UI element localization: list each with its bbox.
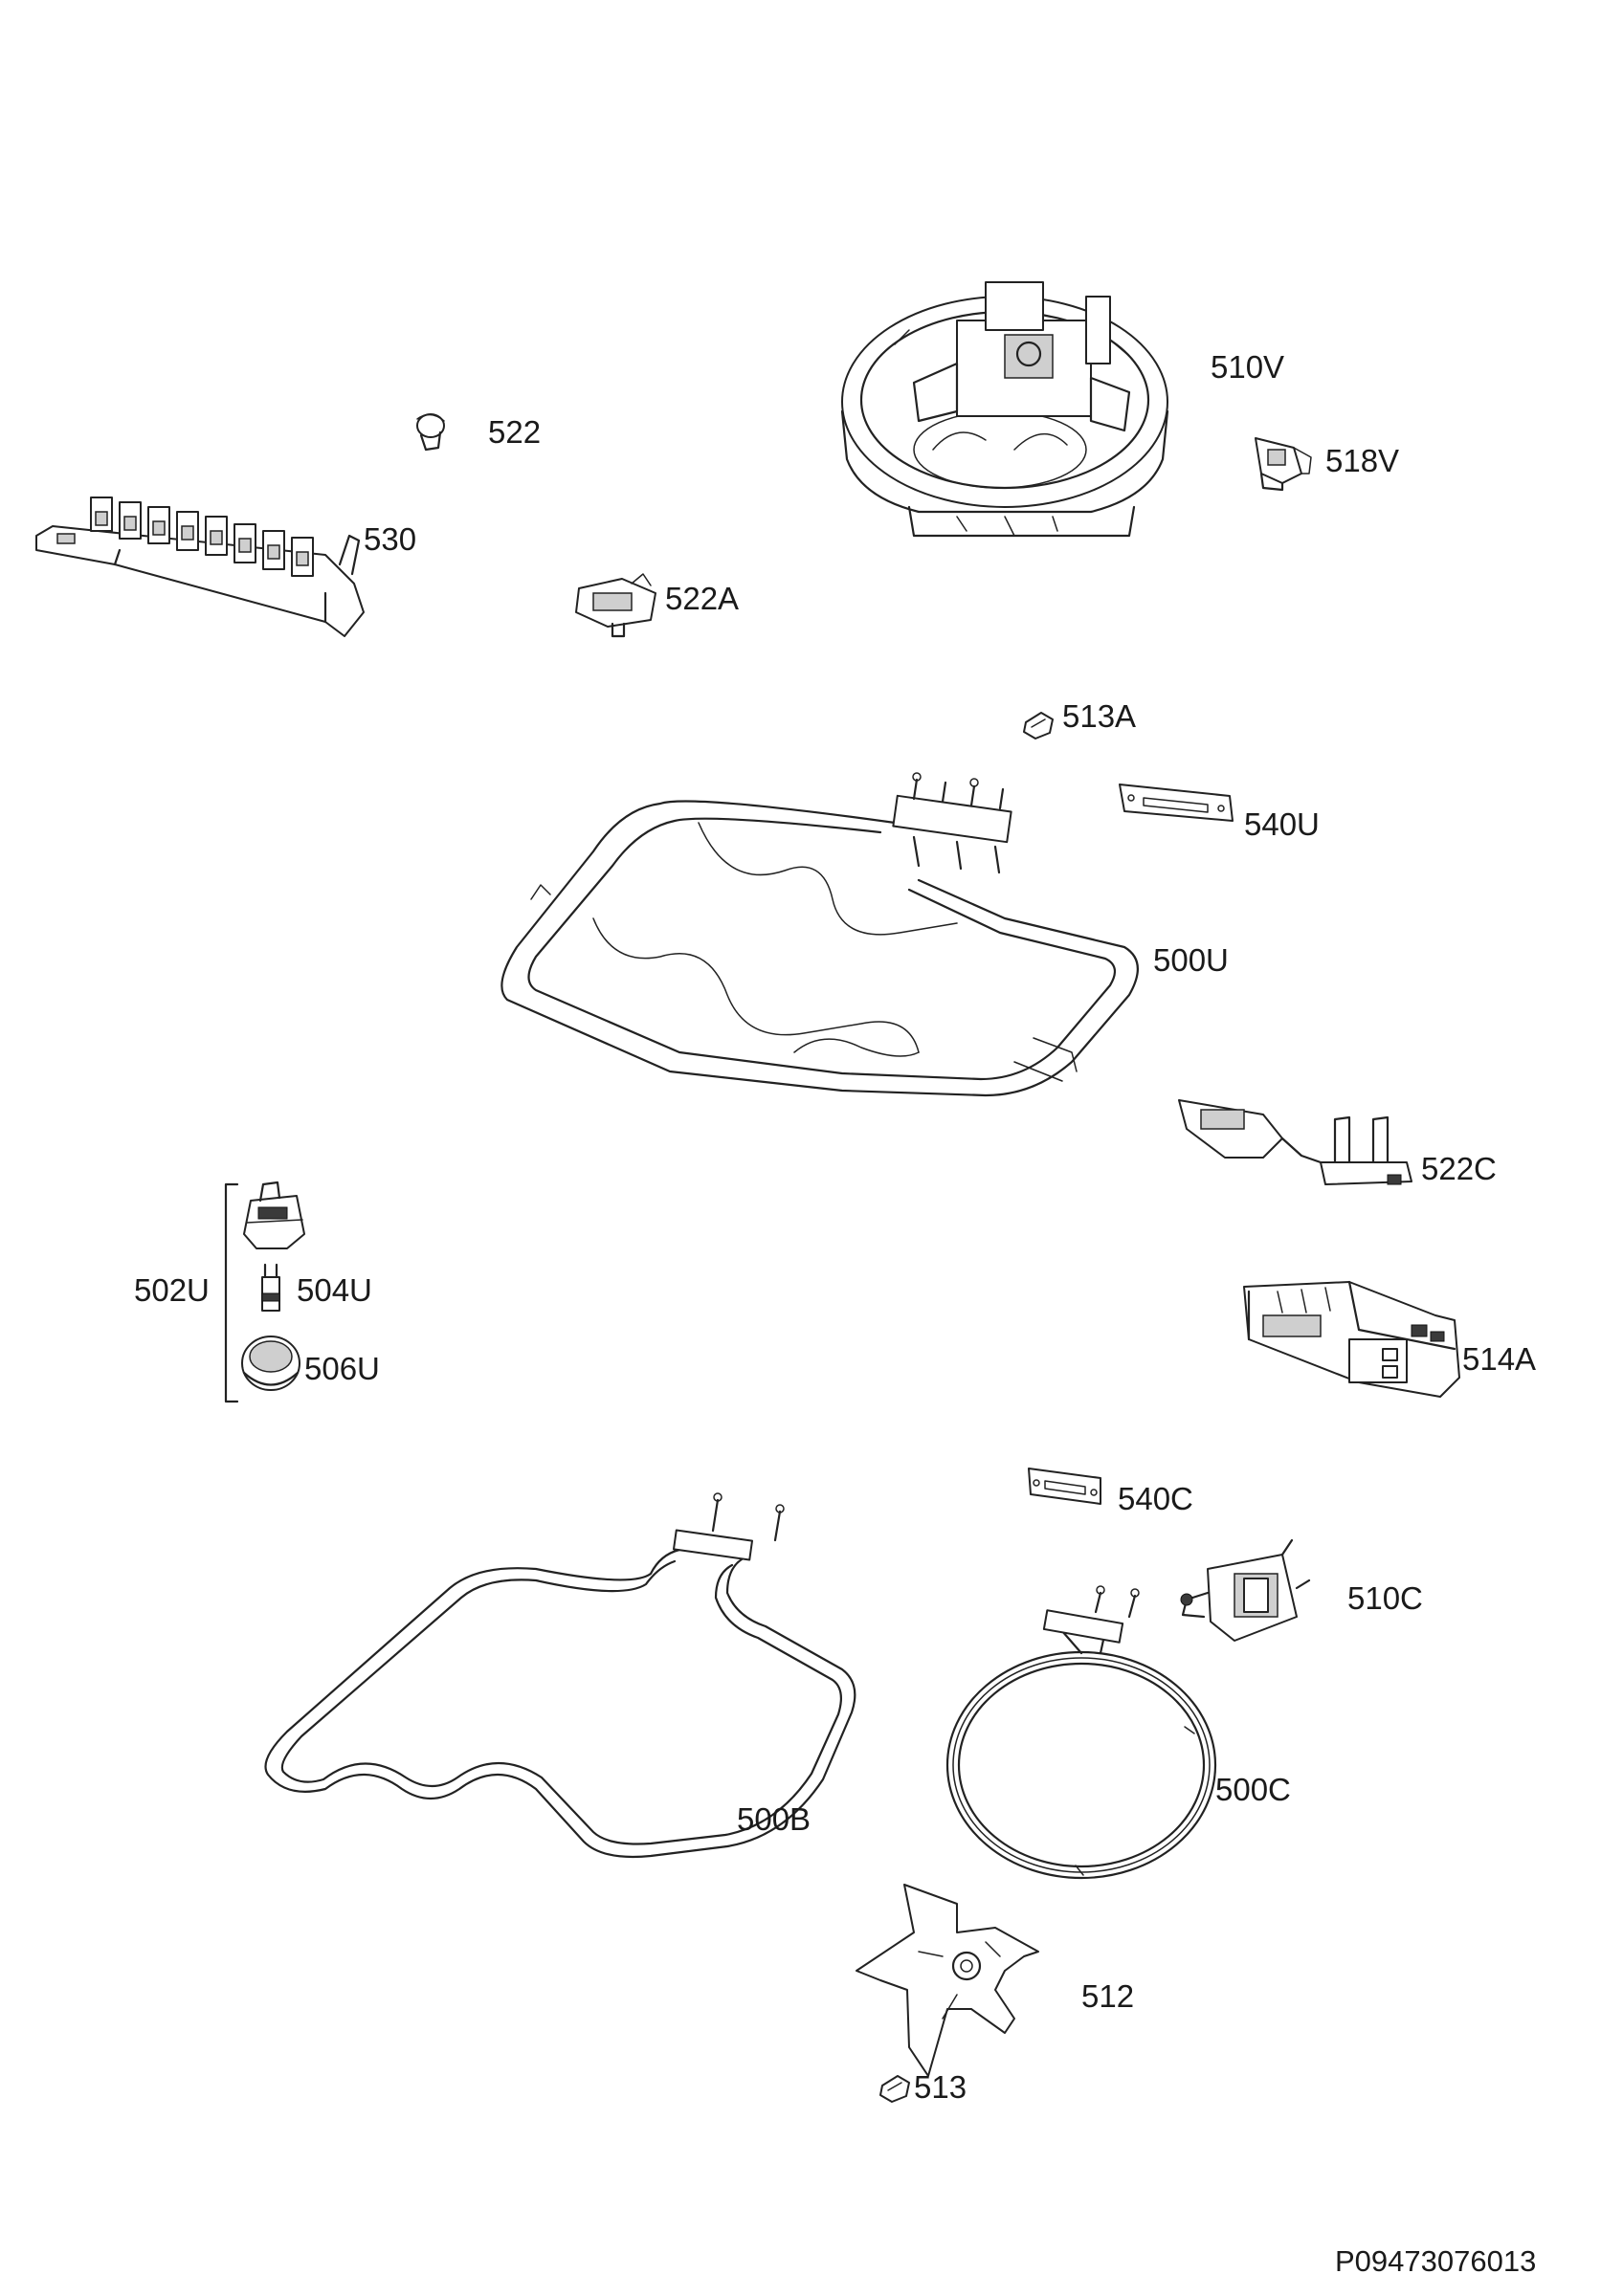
part-514A-control-module <box>1243 1280 1460 1398</box>
label-514A: 514A <box>1462 1341 1536 1377</box>
drawing-code: P09473076013 <box>1335 2244 1536 2278</box>
part-lamp-holder <box>243 1181 305 1249</box>
group-502U-bracket <box>224 1182 239 1403</box>
part-512-fan-blade <box>856 1884 1039 2077</box>
part-540C-gasket <box>1028 1468 1101 1505</box>
label-500U: 500U <box>1153 942 1229 978</box>
part-522A-connector <box>575 573 656 638</box>
part-522C-sensor-bracket <box>1178 1099 1412 1185</box>
part-530-terminal-block <box>35 497 365 637</box>
label-510V: 510V <box>1211 349 1284 385</box>
part-522-clip <box>416 413 445 452</box>
label-522: 522 <box>488 414 541 450</box>
label-510C: 510C <box>1347 1580 1423 1616</box>
label-540U: 540U <box>1244 806 1320 842</box>
part-500C-ring-element <box>945 1585 1217 1880</box>
part-510V-fan-motor-assembly <box>840 281 1169 538</box>
label-506U: 506U <box>304 1351 380 1386</box>
part-510C-fan-motor <box>1180 1538 1311 1642</box>
label-522C: 522C <box>1421 1151 1497 1186</box>
label-512: 512 <box>1081 1978 1134 2014</box>
label-504U: 504U <box>297 1272 372 1308</box>
part-504U-bulb <box>261 1263 280 1312</box>
part-540U-gasket <box>1119 784 1234 822</box>
part-506U-lamp-cover <box>241 1336 300 1391</box>
label-530: 530 <box>364 521 416 557</box>
part-518V-bracket <box>1255 437 1312 492</box>
part-500B-bottom-element <box>264 1492 856 1859</box>
label-522A: 522A <box>665 581 739 616</box>
label-500C: 500C <box>1215 1772 1291 1807</box>
label-500B: 500B <box>737 1801 811 1837</box>
label-518V: 518V <box>1325 443 1399 478</box>
label-513: 513 <box>914 2069 967 2105</box>
label-513A: 513A <box>1062 698 1136 734</box>
part-513-nut <box>879 2075 910 2103</box>
label-502U: 502U <box>134 1272 210 1308</box>
part-500U-grill-element <box>500 772 1139 1097</box>
label-540C: 540C <box>1118 1481 1193 1516</box>
part-513A-nut <box>1023 712 1054 740</box>
